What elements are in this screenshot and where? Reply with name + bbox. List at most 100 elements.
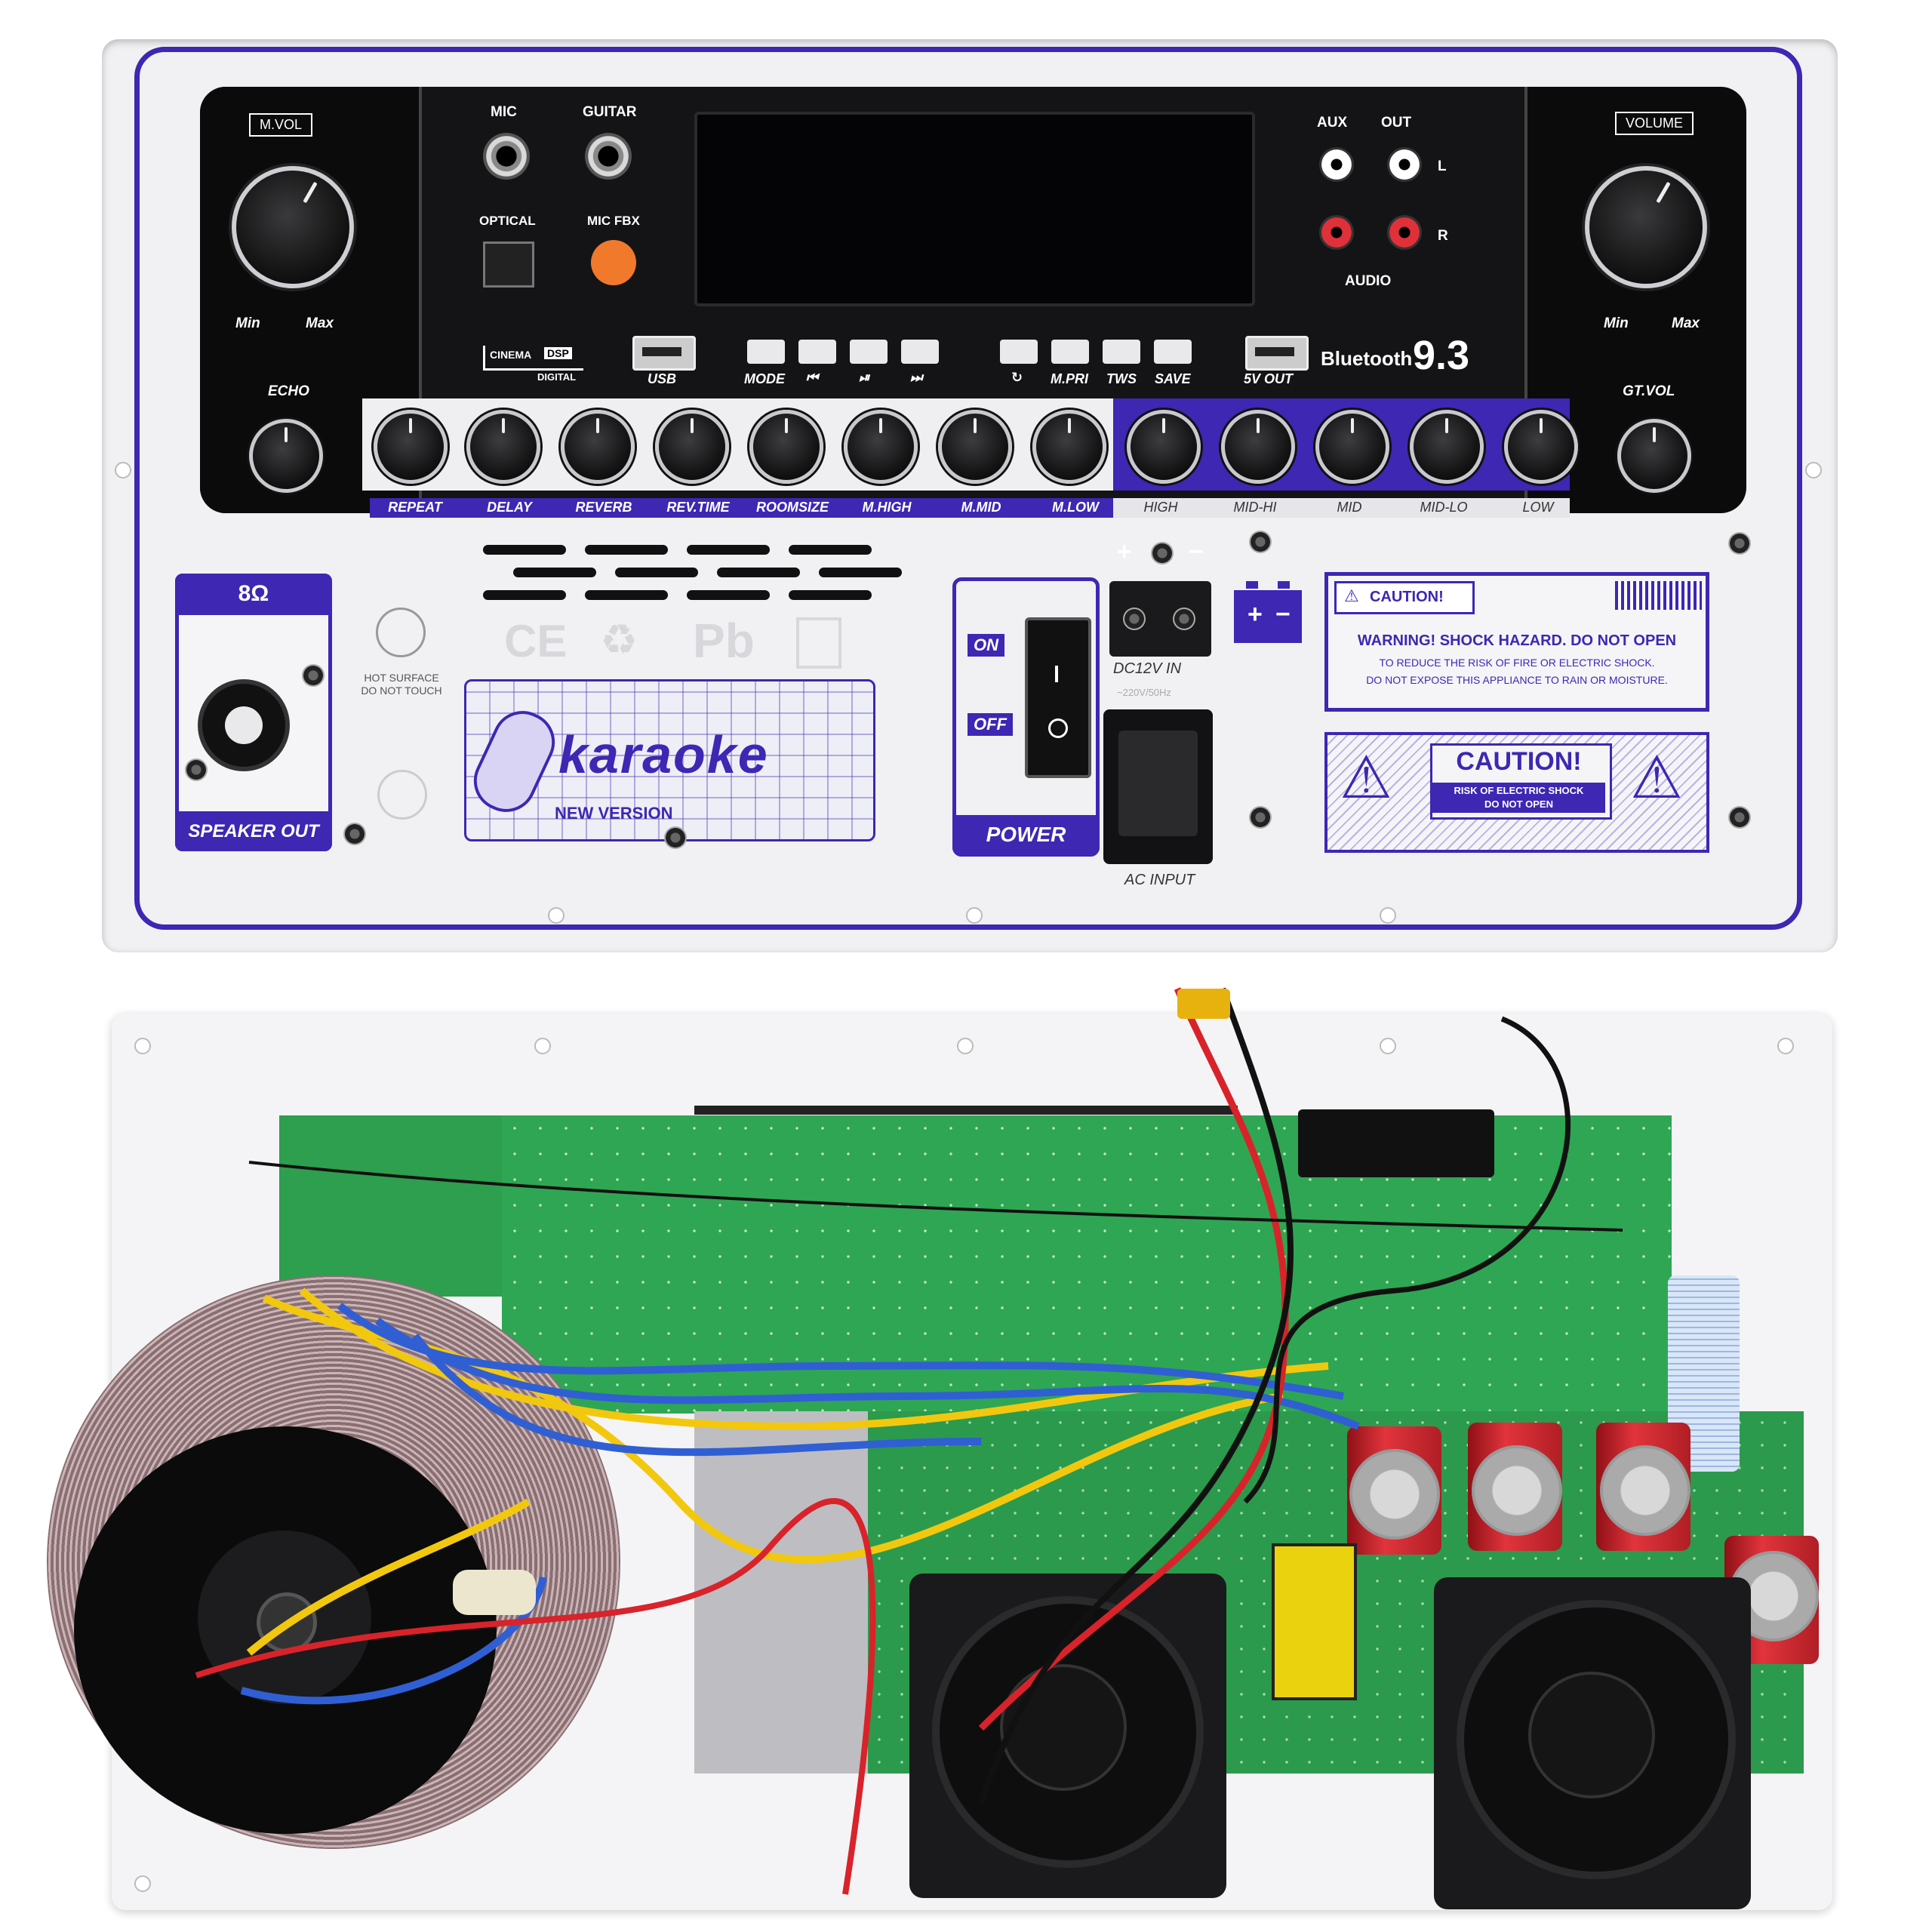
mic-jack[interactable] [483,133,530,180]
repeat-button[interactable] [1000,340,1038,364]
effects-label-strip [370,498,1117,518]
off-label: OFF [968,713,1013,736]
next-icon: ⏭ [910,370,923,385]
5v-usb-port[interactable] [1245,336,1309,371]
roomsize-knob[interactable] [749,410,823,484]
prev-icon: ⏮ [806,370,819,385]
aux-left-rca[interactable] [1319,147,1354,182]
tws-button[interactable] [1103,340,1140,364]
save-button[interactable] [1154,340,1192,364]
fan-hub [1000,1664,1127,1791]
repeat-label: REPEAT [388,500,442,515]
aux-right-rca[interactable] [1319,215,1354,250]
rev-time-knob[interactable] [655,410,729,484]
lightning-bolt-icon: ⚠ [1340,744,1392,811]
vent-slot [687,545,770,555]
usb-label: USB [648,371,677,386]
guitar-volume-knob[interactable] [1617,419,1691,493]
mount-hole [1805,462,1822,478]
do-not-touch-label: DO NOT TOUCH [361,685,442,697]
yellow-transformer [1272,1543,1357,1700]
guitar-jack[interactable] [585,133,632,180]
battery-icon [1234,581,1302,643]
iec-socket-inner [1118,731,1198,836]
rev-time-label: REV.TIME [666,500,730,515]
vent-slot [585,545,668,555]
m-high-label: M.HIGH [862,500,912,515]
out-right-rca[interactable] [1387,215,1422,250]
right-min-label: Min [1604,315,1629,331]
mic-fbx-button[interactable] [591,240,636,285]
m-mid-knob[interactable] [938,410,1012,484]
mid-lo-eq-knob[interactable] [1410,410,1484,484]
low-label: LOW [1522,500,1554,515]
hot-surface-icon [376,608,426,657]
mpri-button[interactable] [1051,340,1089,364]
mvol-label: M.VOL [249,113,313,137]
no-water-icon [377,770,427,820]
screw [1249,806,1272,829]
mode-button[interactable] [747,340,785,364]
fan-hub [1528,1672,1655,1798]
optical-port[interactable] [483,242,534,288]
ac-rating-label: ~220V/50Hz [1117,687,1171,698]
karaoke-badge [464,679,875,841]
delay-label: DELAY [487,500,532,515]
m-low-knob[interactable] [1032,410,1106,484]
heatsink [694,1411,875,1774]
mount-hole [957,1038,974,1054]
high-label: HIGH [1143,500,1178,515]
out-left-rca[interactable] [1387,147,1422,182]
mid-hi-eq-knob[interactable] [1221,410,1295,484]
screw [1728,532,1751,555]
dc12v-terminal[interactable] [1109,581,1211,657]
left-max-label: Max [306,315,334,331]
speakon-connector[interactable] [198,679,290,771]
wire-connector-block [1298,1109,1494,1177]
master-volume-knob[interactable] [232,166,354,288]
risk-line2: DO NOT OPEN [1484,798,1553,810]
reverb-label: REVERB [575,500,632,515]
vent-slot [789,545,872,555]
warning-main-text: WARNING! SHOCK HAZARD. DO NOT OPEN [1357,632,1677,649]
screw [1151,542,1174,565]
delay-knob[interactable] [466,410,540,484]
volume-knob[interactable] [1585,166,1707,288]
play-pause-button[interactable] [850,340,888,364]
save-label: SAVE [1155,371,1191,386]
mpri-label: M.PRI [1051,371,1089,386]
echo-knob[interactable] [249,419,323,493]
power-label: POWER [986,823,1066,846]
display-ribbon-edge [694,1106,1238,1115]
speaker-ohm-label: 8Ω [238,581,269,606]
screw [1728,806,1751,829]
mount-hole [1380,907,1396,924]
recycle-icon: ♻ [600,616,638,663]
vent-slot [483,590,566,600]
screw [302,664,325,687]
usb-port[interactable] [632,336,696,371]
roomsize-label: ROOMSIZE [755,500,829,515]
mid-eq-knob[interactable] [1315,410,1389,484]
fan-blade-ring [1457,1600,1736,1879]
power-footer [952,815,1100,857]
caution-small-tag: ⚠ CAUTION! [1334,581,1475,614]
prev-button[interactable] [798,340,836,364]
speaker-ohm-header [175,574,332,615]
m-high-knob[interactable] [844,410,918,484]
low-eq-knob[interactable] [1504,410,1578,484]
optical-label: OPTICAL [479,214,536,228]
mount-hole [134,1875,151,1892]
mount-hole [134,1038,151,1054]
next-button[interactable] [901,340,939,364]
play-pause-icon: ⏯ [859,370,870,385]
repeat-knob[interactable] [374,410,448,484]
power-rocker-switch[interactable] [1025,617,1091,778]
dc-plus: + [1117,537,1132,566]
ac-input-label: AC INPUT [1124,872,1195,888]
high-eq-knob[interactable] [1127,410,1201,484]
mount-hole [966,907,983,924]
caution-big-text: CAUTION! [1456,747,1582,776]
reverb-knob[interactable] [561,410,635,484]
lcd-display [694,112,1255,306]
